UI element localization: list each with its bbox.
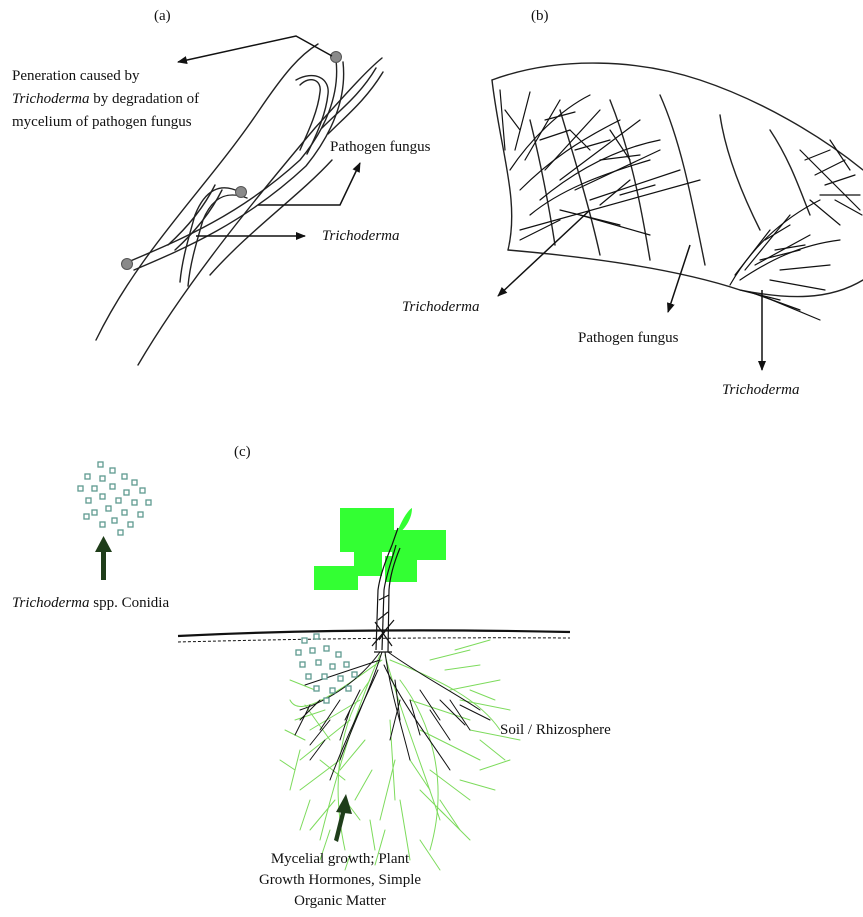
conidia-cluster-air — [78, 462, 151, 535]
trichoderma-colony-left — [500, 90, 700, 240]
mycelium-green — [280, 640, 520, 870]
panel-a-label: (a) — [154, 6, 171, 27]
penetration-spots — [122, 52, 342, 270]
conidia-arrow — [95, 536, 112, 580]
panel-c-label: (c) — [234, 442, 251, 463]
mycelium-arrow — [334, 794, 352, 842]
trichoderma-label-b-right: Trichoderma — [722, 380, 800, 401]
panel-b-label: (b) — [531, 6, 549, 27]
penetration-caption-italic: Trichoderma — [12, 91, 90, 107]
pathogen-arrow-b — [668, 245, 690, 312]
pathogen-fungus-label-a: Pathogen fungus — [330, 137, 430, 158]
pathogen-arrow-a — [258, 163, 360, 205]
penetration-caption-line2: Trichoderma by degradation of — [12, 89, 199, 110]
trichoderma-label-b-left: Trichoderma — [402, 297, 480, 318]
pathogen-mass-outline — [492, 63, 863, 170]
ground-surface — [178, 630, 570, 642]
trichoderma-hypha-c1 — [300, 80, 320, 150]
leaf-left — [314, 566, 358, 590]
leaf-right — [392, 530, 446, 560]
mycelial-growth-line1: Mycelial growth; Plant — [230, 849, 450, 870]
conidia-cluster-soil — [296, 634, 357, 703]
penetration-spot-low — [122, 259, 133, 270]
conidia-label-italic: Trichoderma — [12, 595, 90, 611]
penetration-caption-rest: by degradation of — [90, 91, 200, 107]
penetration-spot-mid — [236, 187, 247, 198]
leaf-lower-right — [385, 556, 417, 582]
penetration-caption-line3: mycelium of pathogen fungus — [12, 112, 192, 133]
penetration-caption-line1: Peneration caused by — [12, 66, 139, 87]
trichoderma-hypha-d1 — [322, 68, 376, 128]
trichoderma-label-a: Trichoderma — [322, 226, 400, 247]
leaf-mid — [354, 552, 382, 576]
pathogen-hypha-3 — [210, 160, 332, 275]
trichoderma-colony-right — [730, 140, 862, 320]
leaf-top — [340, 508, 394, 552]
soil-rhizosphere-label: Soil / Rhizosphere — [500, 720, 611, 741]
conidia-label: Trichoderma spp. Conidia — [12, 593, 169, 614]
pathogen-fungus-label-b: Pathogen fungus — [578, 328, 678, 349]
panel-b-outline — [492, 63, 863, 296]
mycelial-growth-line2: Growth Hormones, Simple — [230, 870, 450, 891]
panel-a-arrows — [178, 36, 360, 236]
trichoderma-hypha-b2 — [188, 195, 247, 286]
mycelial-growth-line3: Organic Matter — [230, 891, 450, 912]
penetration-arrow — [178, 36, 332, 62]
conidia-label-rest: spp. Conidia — [90, 595, 170, 611]
penetration-spot-top — [331, 52, 342, 63]
